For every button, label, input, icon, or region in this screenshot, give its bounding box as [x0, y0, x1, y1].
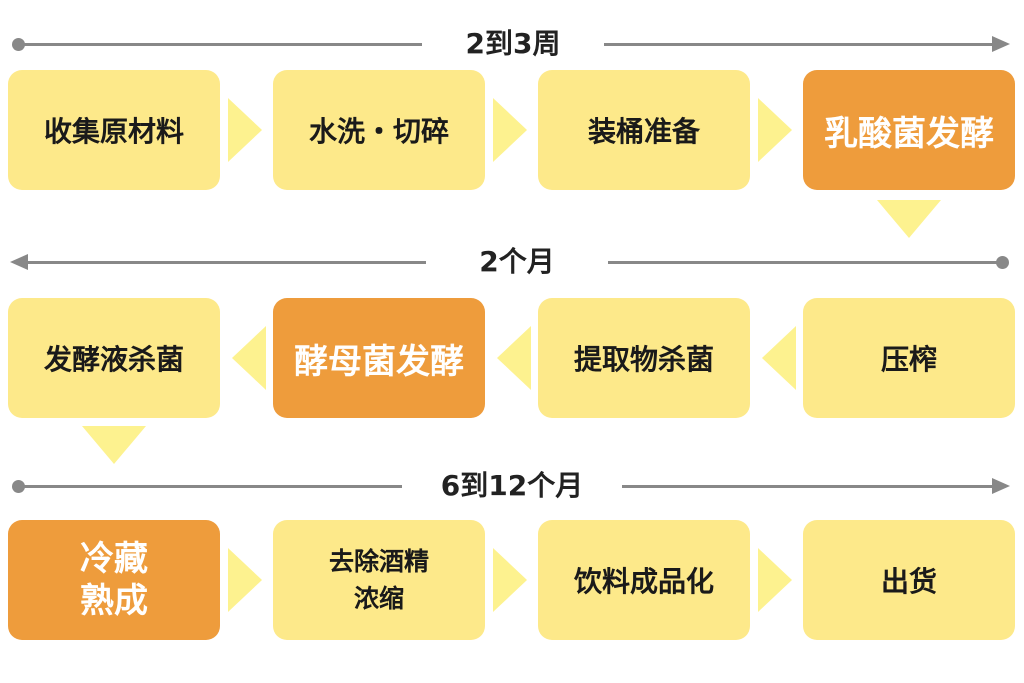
flow-arrow-left-icon: [762, 326, 796, 390]
flow-arrow-down-icon: [877, 200, 941, 238]
timeline-arrowhead-right-icon: [992, 36, 1010, 52]
step-box-highlight: 乳酸菌发酵: [803, 70, 1015, 190]
step-box-highlight: 酵母菌发酵: [273, 298, 485, 418]
step-box: 装桶准备: [538, 70, 750, 190]
timeline-line: [604, 43, 992, 46]
stage-duration-label: 2个月: [479, 245, 555, 278]
timeline-start-dot: [996, 256, 1009, 269]
flow-arrow-right-icon: [758, 548, 792, 612]
timeline-stage-3: 6到12个月: [0, 466, 1024, 506]
step-box-highlight: 冷藏 熟成: [8, 520, 220, 640]
stage-duration-label: 6到12个月: [440, 469, 584, 502]
flow-arrow-left-icon: [232, 326, 266, 390]
timeline-line: [622, 485, 992, 488]
flow-arrow-left-icon: [497, 326, 531, 390]
flow-arrow-right-icon: [758, 98, 792, 162]
step-box: 去除酒精 浓缩: [273, 520, 485, 640]
stage-duration-label: 2到3周: [465, 27, 561, 60]
flow-arrow-right-icon: [228, 548, 262, 612]
timeline-stage-2: 2个月: [0, 242, 1024, 282]
flow-arrow-right-icon: [228, 98, 262, 162]
step-box: 饮料成品化: [538, 520, 750, 640]
step-box: 发酵液杀菌: [8, 298, 220, 418]
flow-arrow-down-icon: [82, 426, 146, 464]
timeline-line: [608, 261, 998, 264]
step-box: 出货: [803, 520, 1015, 640]
timeline-arrowhead-left-icon: [10, 254, 28, 270]
step-box: 收集原材料: [8, 70, 220, 190]
timeline-line: [18, 485, 402, 488]
step-box: 压榨: [803, 298, 1015, 418]
timeline-arrowhead-right-icon: [992, 478, 1010, 494]
timeline-stage-1: 2到3周: [0, 24, 1024, 64]
step-box: 提取物杀菌: [538, 298, 750, 418]
step-box: 水洗・切碎: [273, 70, 485, 190]
flow-arrow-right-icon: [493, 548, 527, 612]
timeline-line: [18, 43, 422, 46]
timeline-line: [26, 261, 426, 264]
flow-arrow-right-icon: [493, 98, 527, 162]
